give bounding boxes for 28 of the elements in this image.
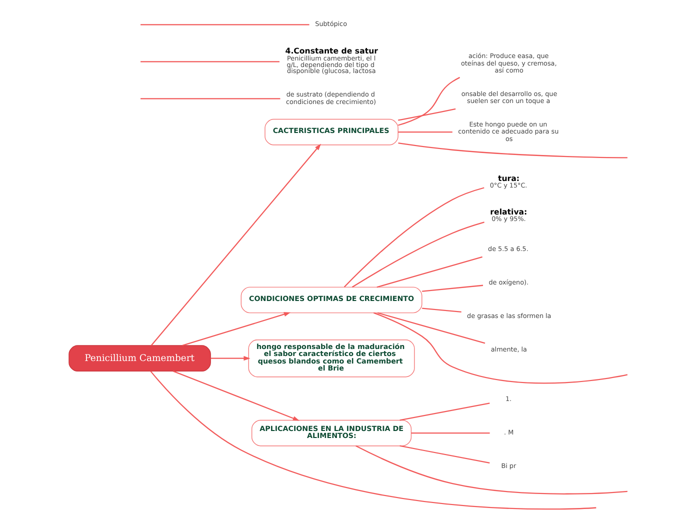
connector <box>140 98 280 99</box>
node-box: CACTERISTICAS PRINCIPALES <box>264 118 398 145</box>
node-box: APLICACIONES EN LA INDUSTRIA DE ALIMENTOS: <box>251 419 412 446</box>
connector <box>398 142 628 158</box>
connector <box>140 24 310 25</box>
arrow <box>182 312 291 346</box>
connector <box>356 444 628 494</box>
arrow <box>150 143 322 346</box>
connector <box>398 108 456 120</box>
connector <box>411 432 490 434</box>
connector <box>150 370 596 510</box>
node-box: hongo responsable de la maduración el sabor característico de ciertos quesos blandos como el Camembert el Brie <box>248 338 415 377</box>
node-box: Penicillium Camembert <box>68 344 211 371</box>
connector <box>352 221 484 288</box>
connector <box>376 256 482 288</box>
connector <box>377 312 486 344</box>
arrow <box>173 370 300 420</box>
connector <box>400 402 490 420</box>
connector <box>422 307 462 312</box>
connector <box>344 186 484 287</box>
connector <box>422 284 484 292</box>
connector <box>398 131 452 132</box>
node-box: CONDICIONES OPTIMAS DE CRECIMIENTO <box>240 286 422 313</box>
arrow <box>210 356 250 360</box>
connector <box>140 60 280 62</box>
connector <box>373 312 628 384</box>
connector <box>400 444 490 463</box>
connector <box>398 76 460 126</box>
